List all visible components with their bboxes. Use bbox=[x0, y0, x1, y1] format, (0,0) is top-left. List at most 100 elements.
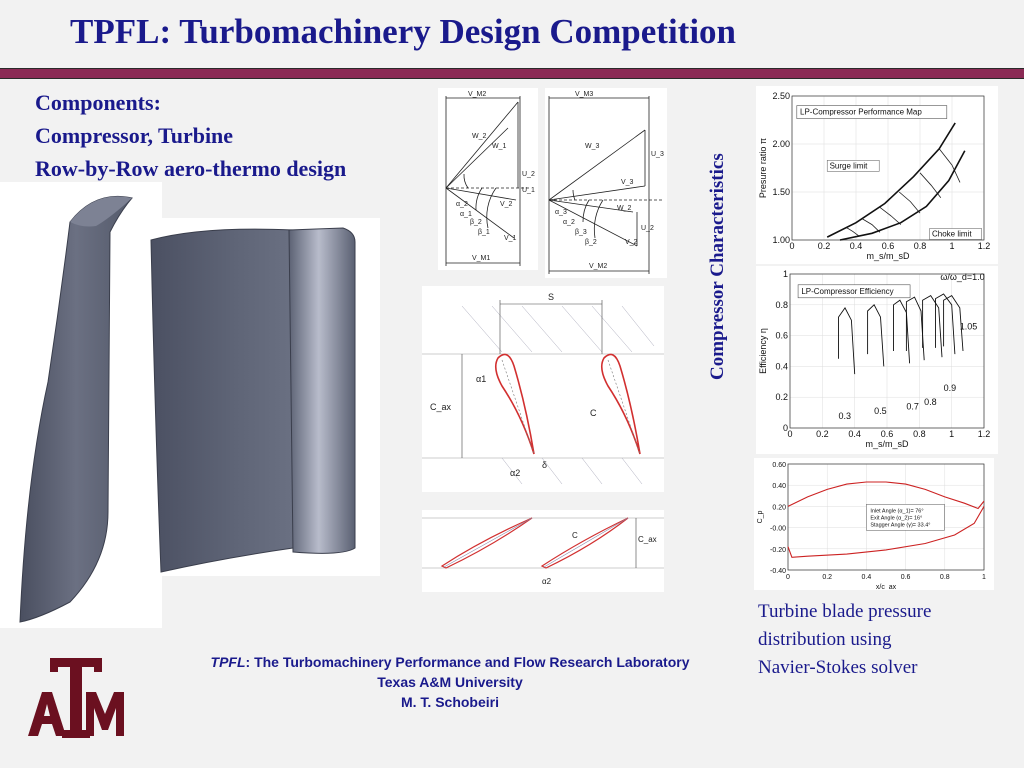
cascade-axial-chord-label: C_ax bbox=[430, 402, 452, 412]
vt-right-v3: V_3 bbox=[621, 179, 634, 186]
vt-right-v2: V_2 bbox=[625, 239, 638, 246]
y-tick-label: 0.4 bbox=[775, 361, 788, 371]
x-tick-label: 0 bbox=[786, 574, 790, 581]
x-axis-label: x/c_ax bbox=[876, 584, 897, 590]
y-tick-label: -0.40 bbox=[770, 568, 786, 575]
vt-left-v2: V_2 bbox=[500, 201, 513, 208]
cascade-stagger-panel: C C_ax α2 bbox=[422, 510, 664, 592]
turbine-blade-image bbox=[150, 227, 356, 573]
atm-logo-mark bbox=[28, 658, 124, 738]
y-tick-label: 0.60 bbox=[772, 462, 786, 469]
page-title: TPFL: Turbomachinery Design Competition bbox=[70, 12, 737, 51]
title-divider bbox=[0, 68, 1024, 79]
speed-label: 1.05 bbox=[960, 321, 978, 331]
cascade-geometry-diagram: S C C_ax α1 α2 δ bbox=[422, 292, 664, 485]
speed-label: 0.8 bbox=[924, 397, 937, 407]
velocity-triangle-left-diagram: V_M2 V_M1 W_2 W_1 U_2 U_1 V_2 V_1 α_2 α_… bbox=[445, 91, 535, 266]
x-tick-label: 0.2 bbox=[818, 241, 831, 251]
series-line bbox=[943, 295, 964, 352]
vt-right-a2: α_2 bbox=[563, 219, 575, 226]
x-tick-label: 1 bbox=[982, 574, 986, 581]
compressor-blade-shape bbox=[19, 195, 133, 623]
footer-university: Texas A&M University bbox=[377, 674, 523, 690]
speed-line bbox=[898, 191, 921, 214]
speed-label: ω/ω_d=1.0 bbox=[940, 272, 984, 282]
caption-line-3: Navier-Stokes solver bbox=[758, 657, 918, 678]
efficiency-title: LP-Compressor Efficiency bbox=[801, 287, 893, 296]
x-tick-label: 0.6 bbox=[901, 574, 911, 581]
x-tick-label: 1 bbox=[949, 241, 954, 251]
velocity-triangle-left: V_M2 V_M1 W_2 W_1 U_2 U_1 V_2 V_1 α_2 α_… bbox=[438, 88, 538, 270]
atm-logo bbox=[28, 656, 124, 742]
y-tick-label: -0.20 bbox=[770, 547, 786, 554]
x-axis-label: m_s/m_sD bbox=[866, 251, 910, 261]
plot-frame bbox=[791, 95, 985, 241]
plot-frame bbox=[789, 273, 985, 429]
x-tick-label: 1 bbox=[949, 429, 954, 439]
series-line bbox=[893, 299, 911, 364]
x-tick-label: 0.8 bbox=[914, 241, 927, 251]
y-tick-label: 0 bbox=[783, 423, 788, 433]
vt-left-bottom: V_M1 bbox=[472, 255, 490, 262]
components-text: Components: Compressor, Turbine Row-by-R… bbox=[35, 86, 346, 185]
series-line bbox=[787, 481, 985, 510]
map-title-box bbox=[796, 105, 948, 119]
cascade2-chord-label: C bbox=[572, 531, 578, 540]
map-title: LP-Compressor Performance Map bbox=[800, 108, 922, 117]
x-tick-label: 0.2 bbox=[816, 429, 829, 439]
vt-right-b3: β_3 bbox=[575, 229, 587, 236]
x-tick-label: 0.4 bbox=[850, 241, 863, 251]
surge-label-box bbox=[826, 160, 880, 172]
speed-label: 0.3 bbox=[839, 411, 852, 421]
vt-right-u2: U_2 bbox=[641, 225, 654, 232]
x-tick-label: 0.2 bbox=[822, 574, 832, 581]
efficiency-title-box bbox=[797, 284, 911, 299]
velocity-triangle-right-diagram: V_M3 V_M2 W_3 W_2 U_3 U_2 V_3 V_2 α_3 α_… bbox=[548, 91, 664, 274]
cascade-alpha2-label: α2 bbox=[510, 468, 520, 478]
x-axis-label: m_s/m_sD bbox=[865, 439, 909, 449]
vt-left-a2: α_2 bbox=[456, 201, 468, 208]
series-line bbox=[867, 304, 885, 367]
caption-line-1: Turbine blade pressure bbox=[758, 601, 932, 622]
series-line bbox=[935, 293, 956, 355]
components-list: Compressor, Turbine bbox=[35, 123, 234, 148]
x-tick-label: 0.4 bbox=[862, 574, 872, 581]
vt-left-v1: V_1 bbox=[504, 235, 517, 242]
speed-line bbox=[938, 148, 961, 183]
series-line bbox=[838, 307, 856, 375]
vt-left-b2: β_2 bbox=[470, 219, 482, 226]
vt-right-top: V_M3 bbox=[575, 91, 593, 98]
footer-lab-abbrev: TPFL bbox=[210, 654, 246, 670]
x-tick-label: 1.2 bbox=[978, 429, 991, 439]
y-tick-label: 0.8 bbox=[775, 300, 788, 310]
cascade2-axial-chord-label: C_ax bbox=[638, 535, 657, 544]
vt-right-bottom: V_M2 bbox=[589, 263, 607, 270]
angle-legend-box bbox=[866, 504, 945, 531]
vt-left-u1: U_1 bbox=[522, 187, 535, 194]
cascade2-alpha2-label: α2 bbox=[542, 577, 552, 586]
vt-right-b2: β_2 bbox=[585, 239, 597, 246]
velocity-triangle-right: V_M3 V_M2 W_3 W_2 U_3 U_2 V_3 V_2 α_3 α_… bbox=[545, 88, 667, 278]
vt-left-u2: U_2 bbox=[522, 171, 535, 178]
cascade2-blade-1 bbox=[440, 517, 533, 569]
angle-legend-item: Inlet Angle (α_1)= 76° bbox=[870, 508, 923, 514]
y-axis-label: Presure ratio π bbox=[758, 138, 768, 198]
y-tick-label: 1 bbox=[783, 269, 788, 279]
vt-right-a3: α_3 bbox=[555, 209, 567, 216]
speed-line bbox=[862, 218, 881, 233]
x-tick-label: 1.2 bbox=[978, 241, 991, 251]
x-tick-label: 0.8 bbox=[913, 429, 926, 439]
cascade-geometry-panel: S C C_ax α1 α2 δ bbox=[422, 286, 664, 492]
angle-legend-item: Exit Angle (α_2)= 16° bbox=[870, 515, 922, 521]
components-design: Row-by-Row aero-thermo design bbox=[35, 156, 347, 181]
y-tick-label: 0.6 bbox=[775, 331, 788, 341]
cascade-chord-label: C bbox=[590, 408, 597, 418]
y-tick-label: 1.00 bbox=[772, 235, 790, 245]
turbine-blade-panel bbox=[143, 218, 380, 576]
cascade-stagger-diagram: C C_ax α2 bbox=[422, 517, 664, 586]
turbine-blade-shape bbox=[150, 228, 294, 573]
x-tick-label: 0 bbox=[789, 241, 794, 251]
y-axis-label: C_p bbox=[757, 510, 764, 523]
